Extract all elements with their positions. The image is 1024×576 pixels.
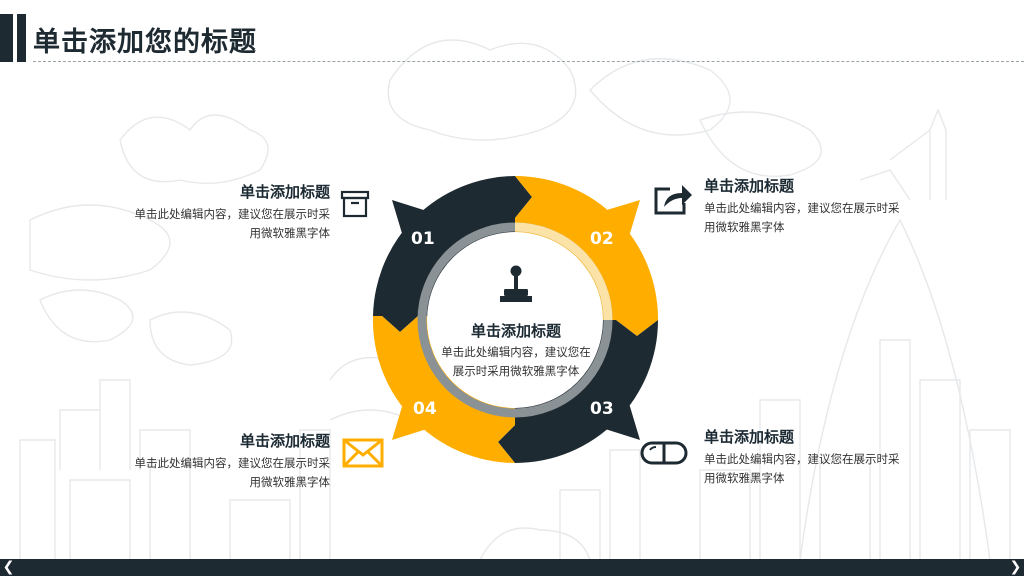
item-04-desc[interactable]: 单击此处编辑内容，建议您在展示时采用微软雅黑字体 (134, 456, 331, 489)
title-divider (33, 61, 1024, 62)
segment-number-04: 04 (413, 399, 437, 419)
chevron-left-icon[interactable]: ❮ (2, 559, 15, 575)
center-heading[interactable]: 单击添加标题 (470, 322, 561, 340)
envelope-icon (342, 438, 384, 468)
page-title[interactable]: 单击添加您的标题 (33, 27, 257, 58)
title-bar: 单击添加您的标题 (0, 14, 1024, 62)
item-01: 单击添加标题 单击此处编辑内容，建议您在展示时采用微软雅黑字体 (100, 181, 331, 243)
center-desc[interactable]: 单击此处编辑内容，建议您在展示时采用微软雅黑字体 (441, 345, 591, 378)
inner-ring-pale-arc (514, 222, 613, 321)
item-02: 单击添加标题 单击此处编辑内容，建议您在展示时采用微软雅黑字体 (704, 175, 934, 237)
title-accent-block (0, 14, 13, 62)
cycle-diagram (372, 176, 659, 463)
item-02-desc[interactable]: 单击此处编辑内容，建议您在展示时采用微软雅黑字体 (704, 201, 900, 234)
item-01-heading[interactable]: 单击添加标题 (239, 183, 330, 201)
share-arrow-icon (654, 185, 692, 215)
item-03: 单击添加标题 单击此处编辑内容，建议您在展示时采用微软雅黑字体 (704, 426, 934, 488)
segment-number-02: 02 (590, 229, 614, 249)
joystick-icon (500, 265, 532, 302)
item-03-heading[interactable]: 单击添加标题 (704, 428, 795, 446)
inner-disc (427, 232, 603, 408)
archive-box-icon (340, 190, 370, 218)
item-04-heading[interactable]: 单击添加标题 (239, 432, 330, 450)
title-accent-stripe (17, 14, 26, 62)
segment-number-01: 01 (411, 229, 435, 249)
center-block: 单击添加标题 单击此处编辑内容，建议您在展示时采用微软雅黑字体 (440, 320, 592, 381)
capsule-icon (640, 441, 688, 465)
footer-bar: ❮ ❯ (0, 559, 1024, 576)
item-01-desc[interactable]: 单击此处编辑内容，建议您在展示时采用微软雅黑字体 (134, 207, 331, 240)
chevron-right-icon[interactable]: ❯ (1009, 559, 1022, 575)
segment-04[interactable] (372, 316, 515, 463)
item-02-heading[interactable]: 单击添加标题 (704, 177, 795, 195)
item-03-desc[interactable]: 单击此处编辑内容，建议您在展示时采用微软雅黑字体 (704, 452, 900, 485)
segment-number-03: 03 (590, 399, 614, 419)
item-04: 单击添加标题 单击此处编辑内容，建议您在展示时采用微软雅黑字体 (100, 430, 331, 492)
